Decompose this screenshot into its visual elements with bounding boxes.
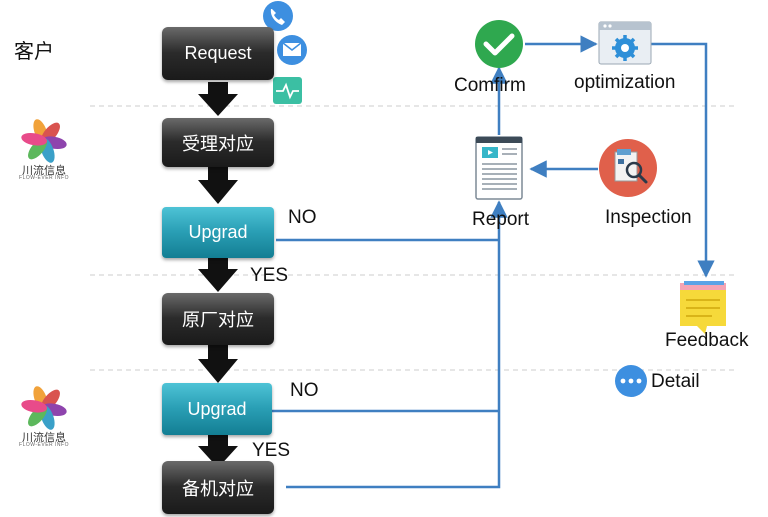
process-box-upgrade-1[interactable]: Upgrad (162, 207, 274, 258)
process-box-request[interactable]: Request (162, 27, 274, 80)
flow-down-arrow (198, 345, 238, 383)
connector-optimization-feedback (650, 42, 715, 278)
process-box-standby[interactable]: 备机对应 (162, 461, 274, 514)
detail-label[interactable]: Detail (651, 371, 700, 392)
detail-dots-icon (615, 365, 647, 397)
brand-logo: 川流信息 FLOW-EVER INFO (14, 118, 74, 181)
branch-no-label: NO (290, 380, 319, 401)
flow-down-arrow (198, 82, 238, 116)
feedback-note-icon (680, 281, 726, 334)
optimization-gear-icon (598, 21, 652, 65)
confirm-label: Comfirm (454, 75, 526, 96)
report-document-icon (475, 136, 523, 200)
brand-logo-mark (21, 119, 67, 163)
phone-icon (263, 1, 293, 31)
flow-down-arrow (198, 167, 238, 204)
process-box-upgrade-2[interactable]: Upgrad (162, 383, 272, 435)
flow-down-arrow (198, 258, 238, 292)
inspection-label: Inspection (605, 207, 692, 228)
brand-tagline: FLOW-EVER INFO (19, 442, 69, 448)
inspection-magnifier-icon (599, 139, 657, 197)
branch-yes-label: YES (252, 440, 291, 461)
mail-icon (277, 35, 307, 65)
process-box-vendor[interactable]: 原厂对应 (162, 293, 274, 345)
brand-logo: 川流信息 FLOW-EVER INFO (14, 385, 74, 448)
confirm-check-icon (475, 20, 523, 68)
brand-tagline: FLOW-EVER INFO (19, 175, 69, 181)
brand-name: 川流信息 (22, 165, 66, 177)
flow-down-arrow (198, 434, 238, 468)
brand-name: 川流信息 (22, 432, 66, 444)
report-label: Report (472, 209, 530, 230)
monitor-icon (273, 77, 302, 104)
branch-no-label: NO (288, 207, 317, 228)
feedback-label: Feedback (665, 330, 749, 351)
connector-standby-report (286, 200, 508, 489)
customer-label: 客户 (14, 41, 54, 63)
brand-logo-mark (21, 386, 67, 430)
optimization-label: optimization (574, 72, 676, 93)
process-box-accept[interactable]: 受理对应 (162, 118, 274, 167)
branch-yes-label: YES (250, 265, 289, 286)
